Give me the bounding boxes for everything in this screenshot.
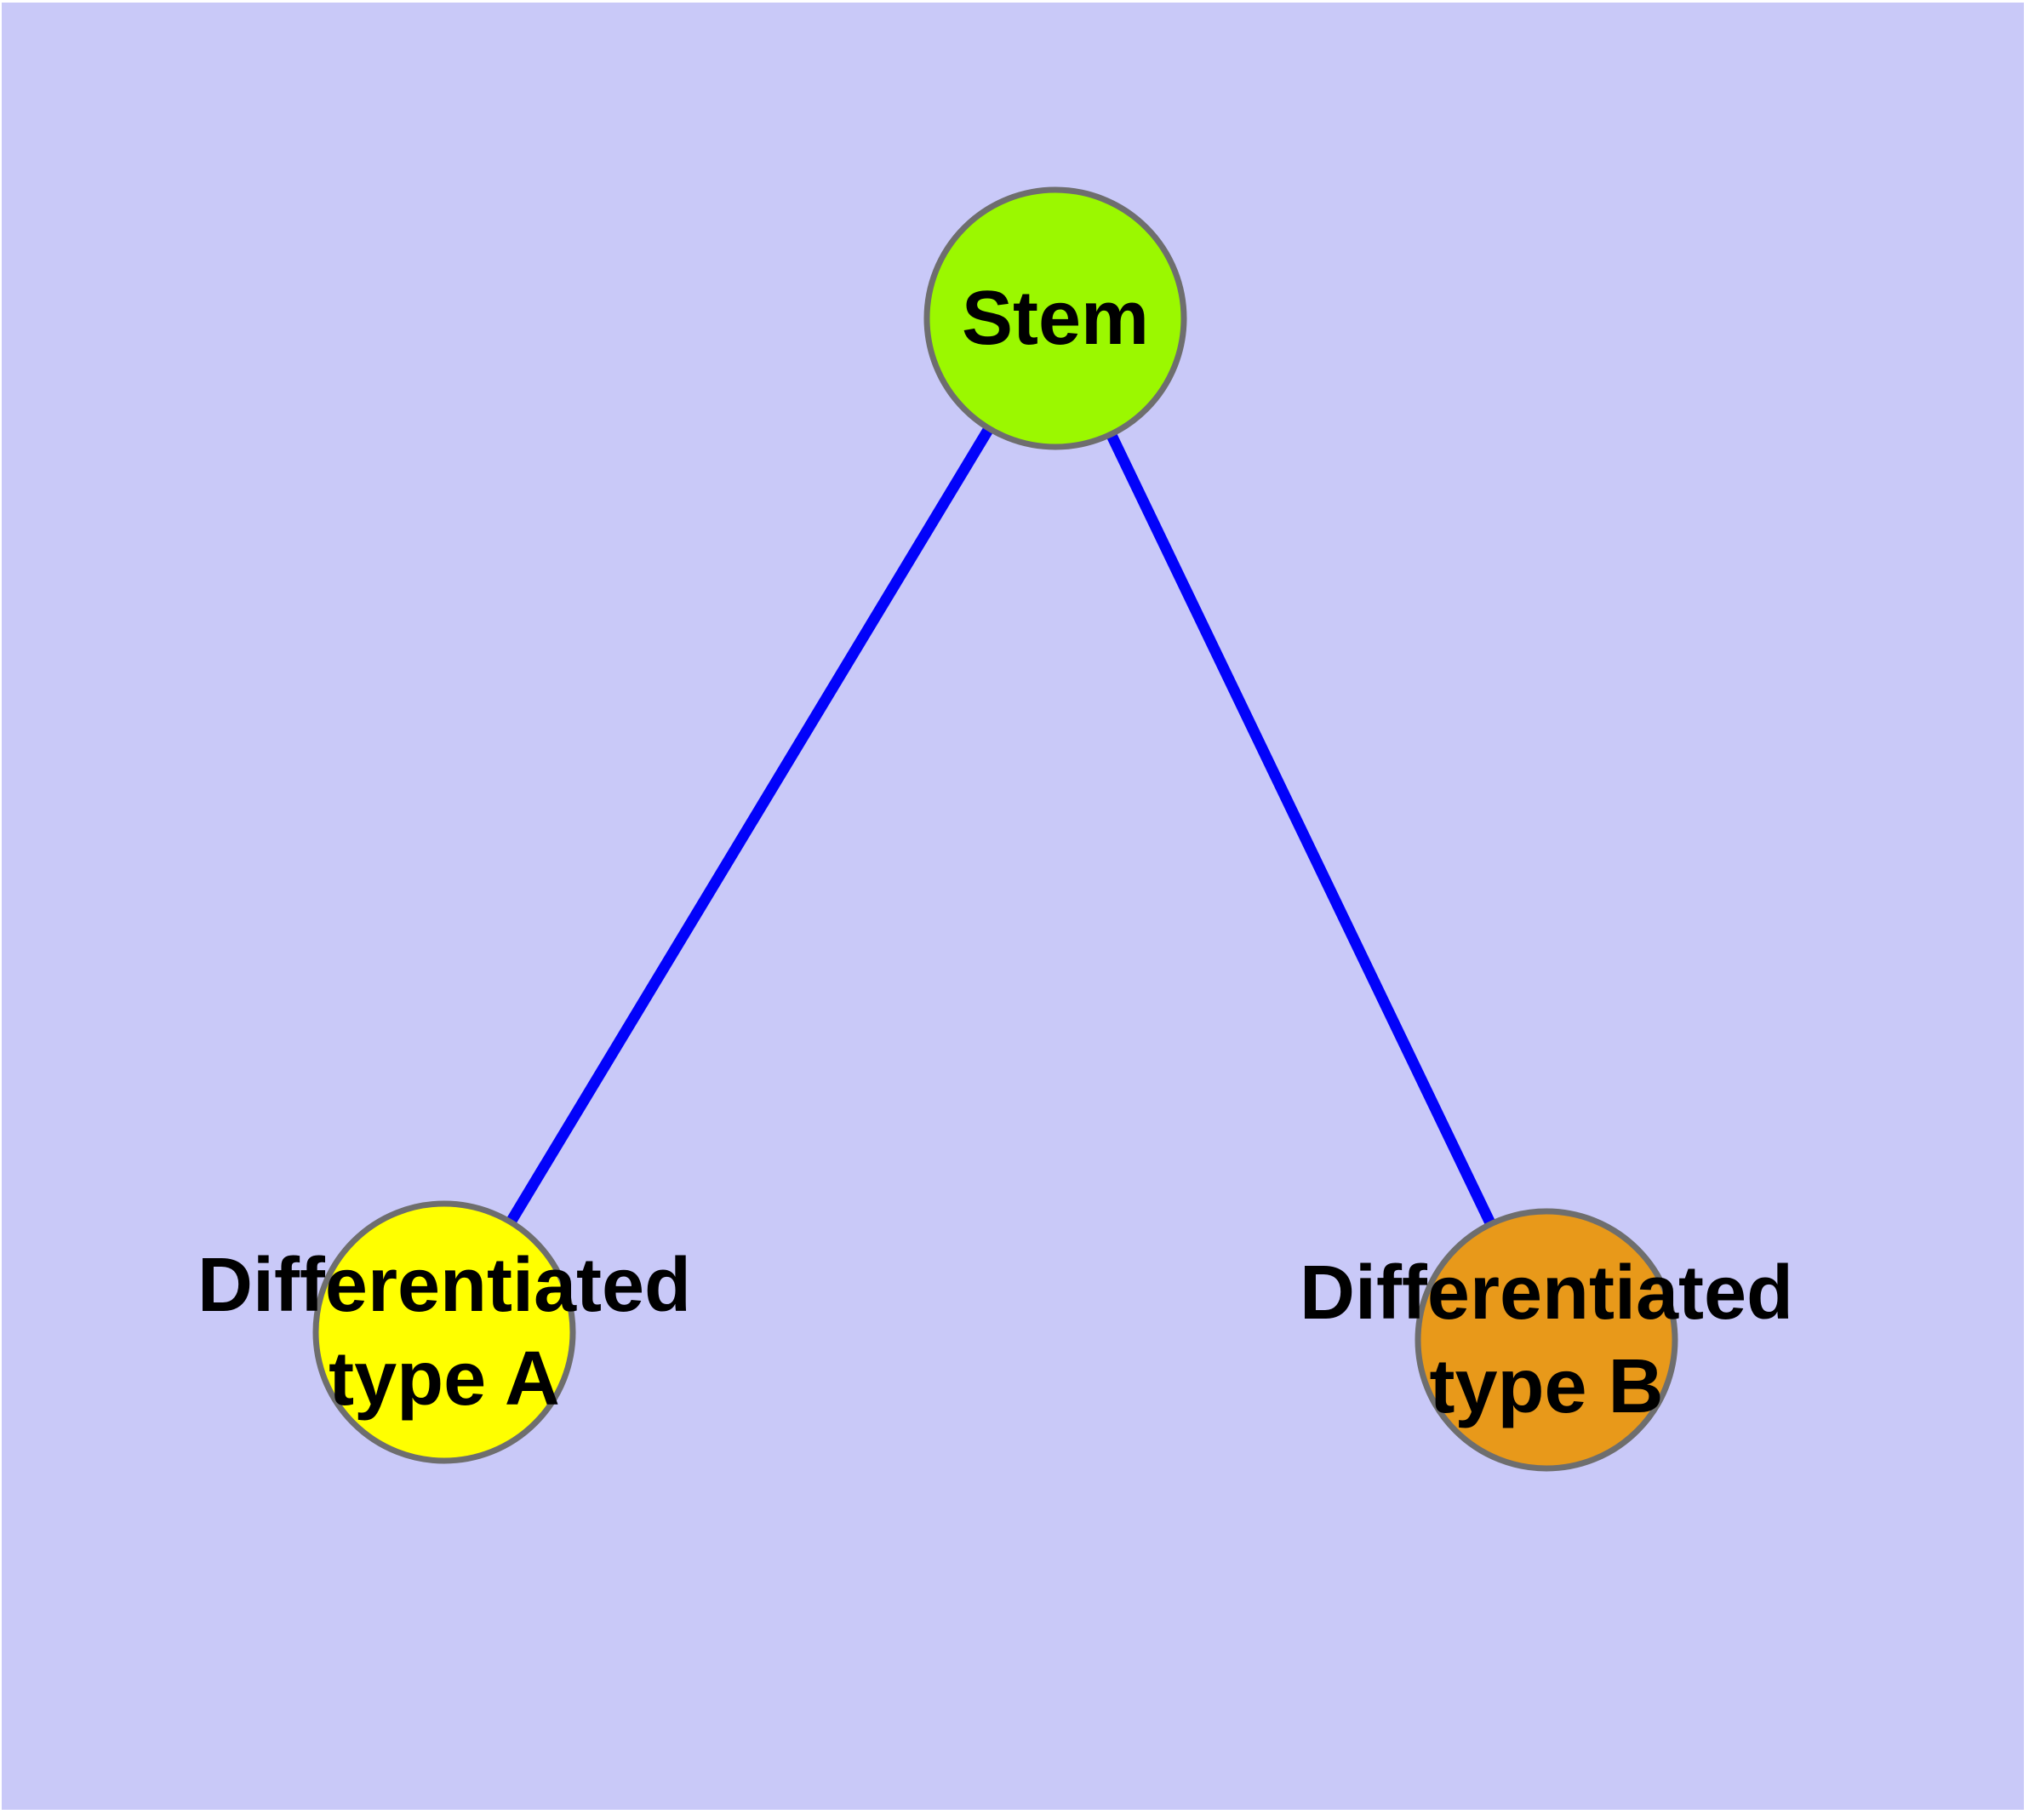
node-circle-diff-type-a <box>312 1200 576 1464</box>
node-label-line: type A <box>329 1336 560 1422</box>
node-label-line: Stem <box>962 276 1149 361</box>
node-label-line: type B <box>1429 1344 1663 1429</box>
edges-layer <box>439 315 1552 1342</box>
node-circle-stem <box>923 186 1187 450</box>
node-stem: Stem <box>923 186 1187 450</box>
node-label-line: Differentiated <box>1300 1251 1793 1336</box>
edge-stem-diff-type-b <box>1050 316 1552 1342</box>
edge-stem-diff-type-a <box>439 315 1060 1336</box>
node-label-line: Differentiated <box>197 1243 691 1328</box>
node-circle-diff-type-b <box>1415 1208 1678 1472</box>
node-label-stem: Stem <box>962 276 1149 361</box>
